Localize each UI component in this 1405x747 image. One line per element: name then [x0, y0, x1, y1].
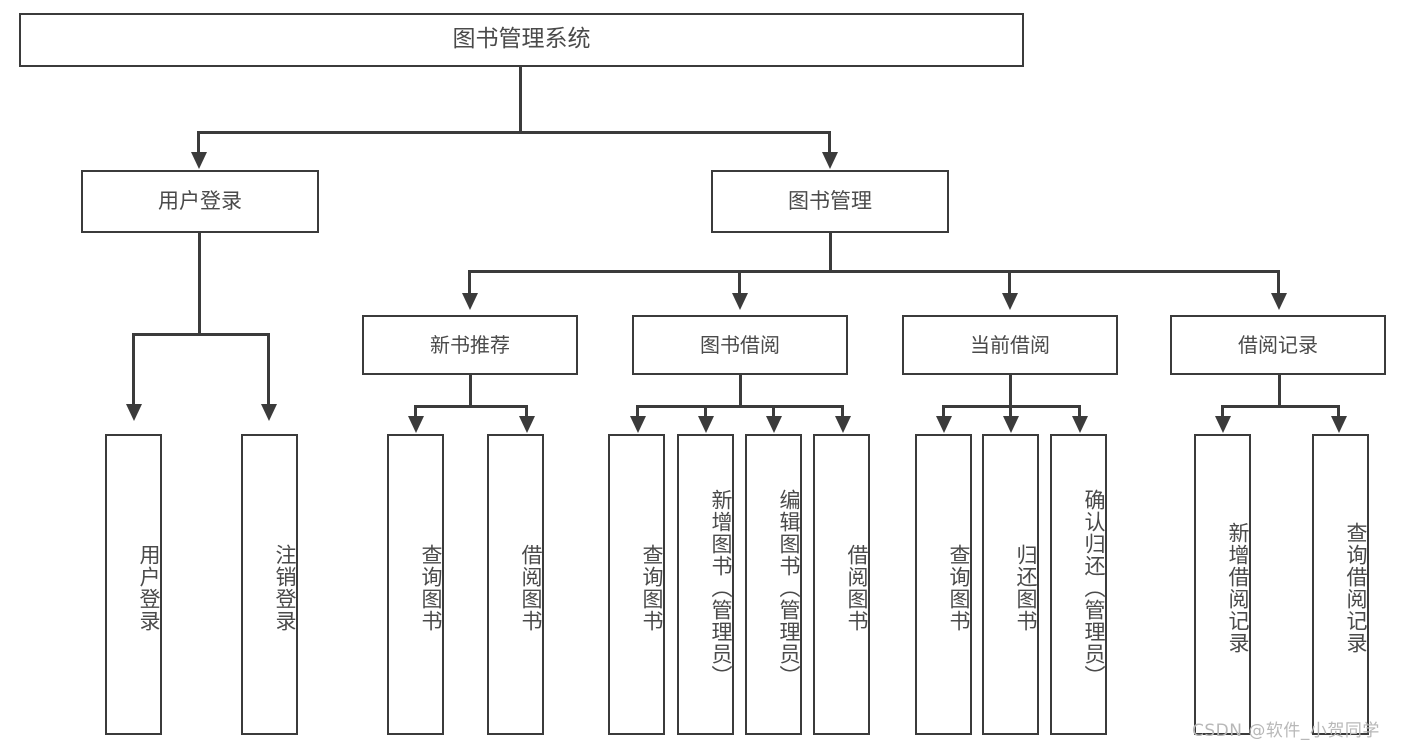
connector-root-bus	[197, 131, 831, 134]
connector-borrow-record-stem	[1278, 375, 1281, 407]
connector-cb-to-leaf-2	[1078, 405, 1081, 417]
connector-br-to-leaf-1	[1337, 405, 1340, 417]
arrow-cb-to-leaf-2	[1072, 416, 1088, 433]
leaf-book-borrow-edit-book-admin[interactable]: 编辑图书（管理员）	[745, 434, 802, 735]
connector-user-login-stem	[198, 233, 201, 335]
node-borrow-record[interactable]: 借阅记录	[1170, 315, 1386, 375]
arrow-nb-to-leaf-0	[408, 416, 424, 433]
connector-nb-to-leaf-0	[414, 405, 417, 417]
connector-cb-to-leaf-0	[942, 405, 945, 417]
leaf-current-borrow-query-book[interactable]: 查询图书	[915, 434, 972, 735]
arrow-bm-to-book-borrow	[732, 293, 748, 310]
arrow-root-to-book-management	[822, 152, 838, 169]
node-current-borrow[interactable]: 当前借阅	[902, 315, 1118, 375]
node-label: 新书推荐	[430, 332, 510, 357]
node-label: 用户登录	[137, 543, 161, 632]
leaf-book-borrow-borrow-book[interactable]: 借阅图书	[813, 434, 870, 735]
connector-bb-to-leaf-1	[704, 405, 707, 417]
node-label: 用户登录	[158, 188, 242, 213]
watermark-text: CSDN @软件_小贺同学	[1192, 721, 1380, 741]
connector-new-book-stem	[469, 375, 472, 407]
connector-bm-to-new-book	[468, 270, 471, 294]
arrow-bm-to-borrow-record	[1271, 293, 1287, 310]
connector-root-stem	[519, 67, 522, 133]
connector-current-borrow-stem	[1009, 375, 1012, 407]
connector-bb-to-leaf-3	[841, 405, 844, 417]
connector-root-to-book-management	[828, 131, 831, 153]
connector-book-management-bus	[468, 270, 1280, 273]
node-label: 当前借阅	[970, 332, 1050, 357]
node-label: 查询图书	[640, 543, 664, 632]
arrow-bb-to-leaf-2	[766, 416, 782, 433]
node-book-management[interactable]: 图书管理	[711, 170, 949, 233]
leaf-current-borrow-return-book[interactable]: 归还图书	[982, 434, 1039, 735]
leaf-book-borrow-query-book[interactable]: 查询图书	[608, 434, 665, 735]
connector-user-login-to-leaf-1	[267, 333, 270, 405]
node-label: 图书管理系统	[452, 26, 591, 53]
node-label: 借阅图书	[519, 543, 543, 632]
connector-bm-to-book-borrow	[738, 270, 741, 294]
node-label: 查询图书	[947, 543, 971, 632]
node-label: 注销登录	[273, 543, 297, 632]
connector-book-management-stem	[829, 233, 832, 273]
leaf-current-borrow-confirm-return-admin[interactable]: 确认归还（管理员）	[1050, 434, 1107, 735]
arrow-bm-to-new-book	[462, 293, 478, 310]
arrow-br-to-leaf-1	[1331, 416, 1347, 433]
node-label: 确认归还（管理员）	[1082, 488, 1106, 687]
node-label: 借阅记录	[1238, 332, 1318, 357]
arrow-bb-to-leaf-3	[835, 416, 851, 433]
node-label: 图书管理	[788, 188, 872, 213]
node-label: 归还图书	[1014, 543, 1038, 632]
node-label: 图书借阅	[700, 332, 780, 357]
connector-book-borrow-bus	[636, 405, 844, 408]
node-book-borrow[interactable]: 图书借阅	[632, 315, 848, 375]
node-new-book-recommend[interactable]: 新书推荐	[362, 315, 578, 375]
connector-cb-to-leaf-1	[1009, 405, 1012, 417]
connector-user-login-bus	[132, 333, 267, 336]
arrow-br-to-leaf-0	[1215, 416, 1231, 433]
leaf-borrow-record-query-record[interactable]: 查询借阅记录	[1312, 434, 1369, 735]
node-user-login[interactable]: 用户登录	[81, 170, 319, 233]
node-label: 编辑图书（管理员）	[777, 488, 801, 687]
connector-nb-to-leaf-1	[525, 405, 528, 417]
leaf-borrow-record-add-record[interactable]: 新增借阅记录	[1194, 434, 1251, 735]
arrow-user-login-to-leaf-0	[126, 404, 142, 421]
node-label: 借阅图书	[845, 543, 869, 632]
arrow-nb-to-leaf-1	[519, 416, 535, 433]
arrow-cb-to-leaf-1	[1003, 416, 1019, 433]
connector-br-to-leaf-0	[1221, 405, 1224, 417]
node-label: 新增图书（管理员）	[709, 488, 733, 687]
leaf-new-book-query-book[interactable]: 查询图书	[387, 434, 444, 735]
connector-bb-to-leaf-2	[772, 405, 775, 417]
node-label: 查询借阅记录	[1344, 521, 1368, 654]
connector-bm-to-current-borrow	[1008, 270, 1011, 294]
leaf-book-borrow-add-book-admin[interactable]: 新增图书（管理员）	[677, 434, 734, 735]
arrow-bb-to-leaf-1	[698, 416, 714, 433]
connector-bm-to-borrow-record	[1277, 270, 1280, 294]
arrow-cb-to-leaf-0	[936, 416, 952, 433]
arrow-user-login-to-leaf-1	[261, 404, 277, 421]
connector-bb-to-leaf-0	[636, 405, 639, 417]
leaf-user-login-login[interactable]: 用户登录	[105, 434, 162, 735]
connector-user-login-to-leaf-0	[132, 333, 135, 405]
connector-borrow-record-bus	[1221, 405, 1340, 408]
node-book-management-system[interactable]: 图书管理系统	[19, 13, 1024, 67]
arrow-bm-to-current-borrow	[1002, 293, 1018, 310]
node-label: 查询图书	[419, 543, 443, 632]
connector-new-book-bus	[414, 405, 528, 408]
arrow-bb-to-leaf-0	[630, 416, 646, 433]
leaf-new-book-borrow-book[interactable]: 借阅图书	[487, 434, 544, 735]
connector-root-to-user-login	[197, 131, 200, 153]
arrow-root-to-user-login	[191, 152, 207, 169]
connector-book-borrow-stem	[739, 375, 742, 407]
leaf-user-login-logout[interactable]: 注销登录	[241, 434, 298, 735]
node-label: 新增借阅记录	[1226, 521, 1250, 654]
